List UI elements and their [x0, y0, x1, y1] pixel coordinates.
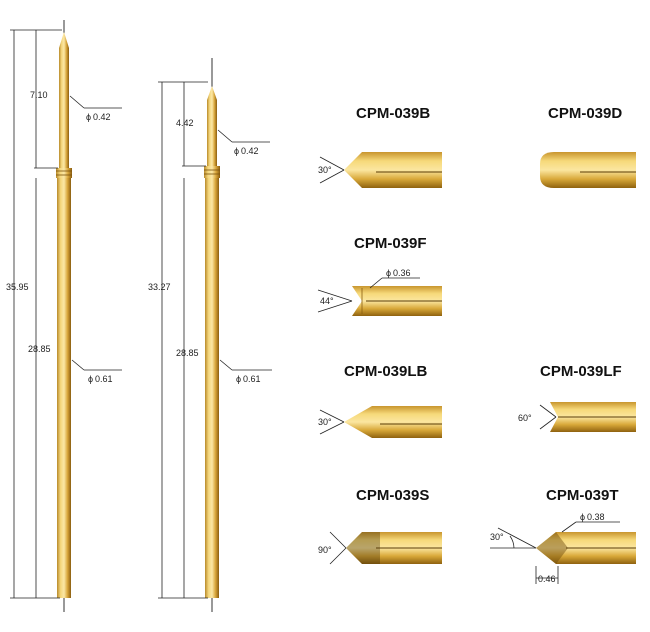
probe-1-body-length: 28.85 [28, 344, 51, 354]
tip-title: CPM-039S [356, 487, 429, 504]
tip-angle: 30° [318, 165, 332, 175]
tip-cpm-039s: CPM-039S 90° [318, 487, 442, 565]
tip-angle: 44° [320, 296, 334, 306]
diameter-symbol: ϕ [88, 374, 93, 384]
tip-title: CPM-039T [546, 487, 619, 504]
svg-text:ϕ0.61: ϕ0.61 [236, 374, 261, 384]
tip-angle: 30° [318, 417, 332, 427]
probe-2-tip-length: 4.42 [176, 118, 194, 128]
probe-2-tip-diameter: 0.42 [241, 146, 259, 156]
diameter-symbol: ϕ [86, 112, 91, 122]
tip-cpm-039d: CPM-039D [540, 105, 636, 188]
svg-text:ϕ0.36: ϕ0.36 [386, 268, 411, 278]
probe-1-total-length: 35.95 [6, 282, 29, 292]
probe-1-tip-diameter: 0.42 [93, 112, 111, 122]
probe-2-barrel [205, 178, 219, 598]
probe-2-body-diameter: 0.61 [243, 374, 261, 384]
tip-angle: 90° [318, 545, 332, 555]
tip-diameter: 0.38 [587, 512, 605, 522]
tip-cpm-039lb: CPM-039LB 30° [318, 363, 442, 438]
diameter-symbol: ϕ [580, 512, 585, 522]
tip-length: 0.46 [538, 574, 556, 584]
probe-2-total-length: 33.27 [148, 282, 171, 292]
probe-1-crimp [56, 168, 72, 178]
probe-1-barrel [57, 178, 71, 598]
diameter-symbol: ϕ [386, 268, 391, 278]
tip-title: CPM-039LB [344, 363, 428, 380]
tip-cpm-039b: CPM-039B 30° [318, 105, 442, 188]
probe-2-plunger [207, 86, 217, 166]
probe-1-tip-length: 7.10 [30, 90, 48, 100]
svg-text:ϕ0.38: ϕ0.38 [580, 512, 605, 522]
svg-text:ϕ0.42: ϕ0.42 [86, 112, 111, 122]
tip-title: CPM-039F [354, 235, 427, 252]
svg-text:ϕ0.42: ϕ0.42 [234, 146, 259, 156]
tip-angle: 30° [490, 532, 504, 542]
svg-text:ϕ0.61: ϕ0.61 [88, 374, 113, 384]
tip-angle: 60° [518, 413, 532, 423]
probe-1-plunger [59, 32, 69, 168]
probe-1-body-diameter: 0.61 [95, 374, 113, 384]
tip-title: CPM-039D [548, 105, 622, 122]
tip-cpm-039lf: CPM-039LF 60° [518, 363, 636, 432]
probe-2-body-length: 28.85 [176, 348, 199, 358]
diameter-symbol: ϕ [234, 146, 239, 156]
tip-diameter: 0.36 [393, 268, 411, 278]
tip-title: CPM-039B [356, 105, 430, 122]
tip-title: CPM-039LF [540, 363, 622, 380]
diameter-symbol: ϕ [236, 374, 241, 384]
probe-2-crimp [204, 166, 220, 178]
